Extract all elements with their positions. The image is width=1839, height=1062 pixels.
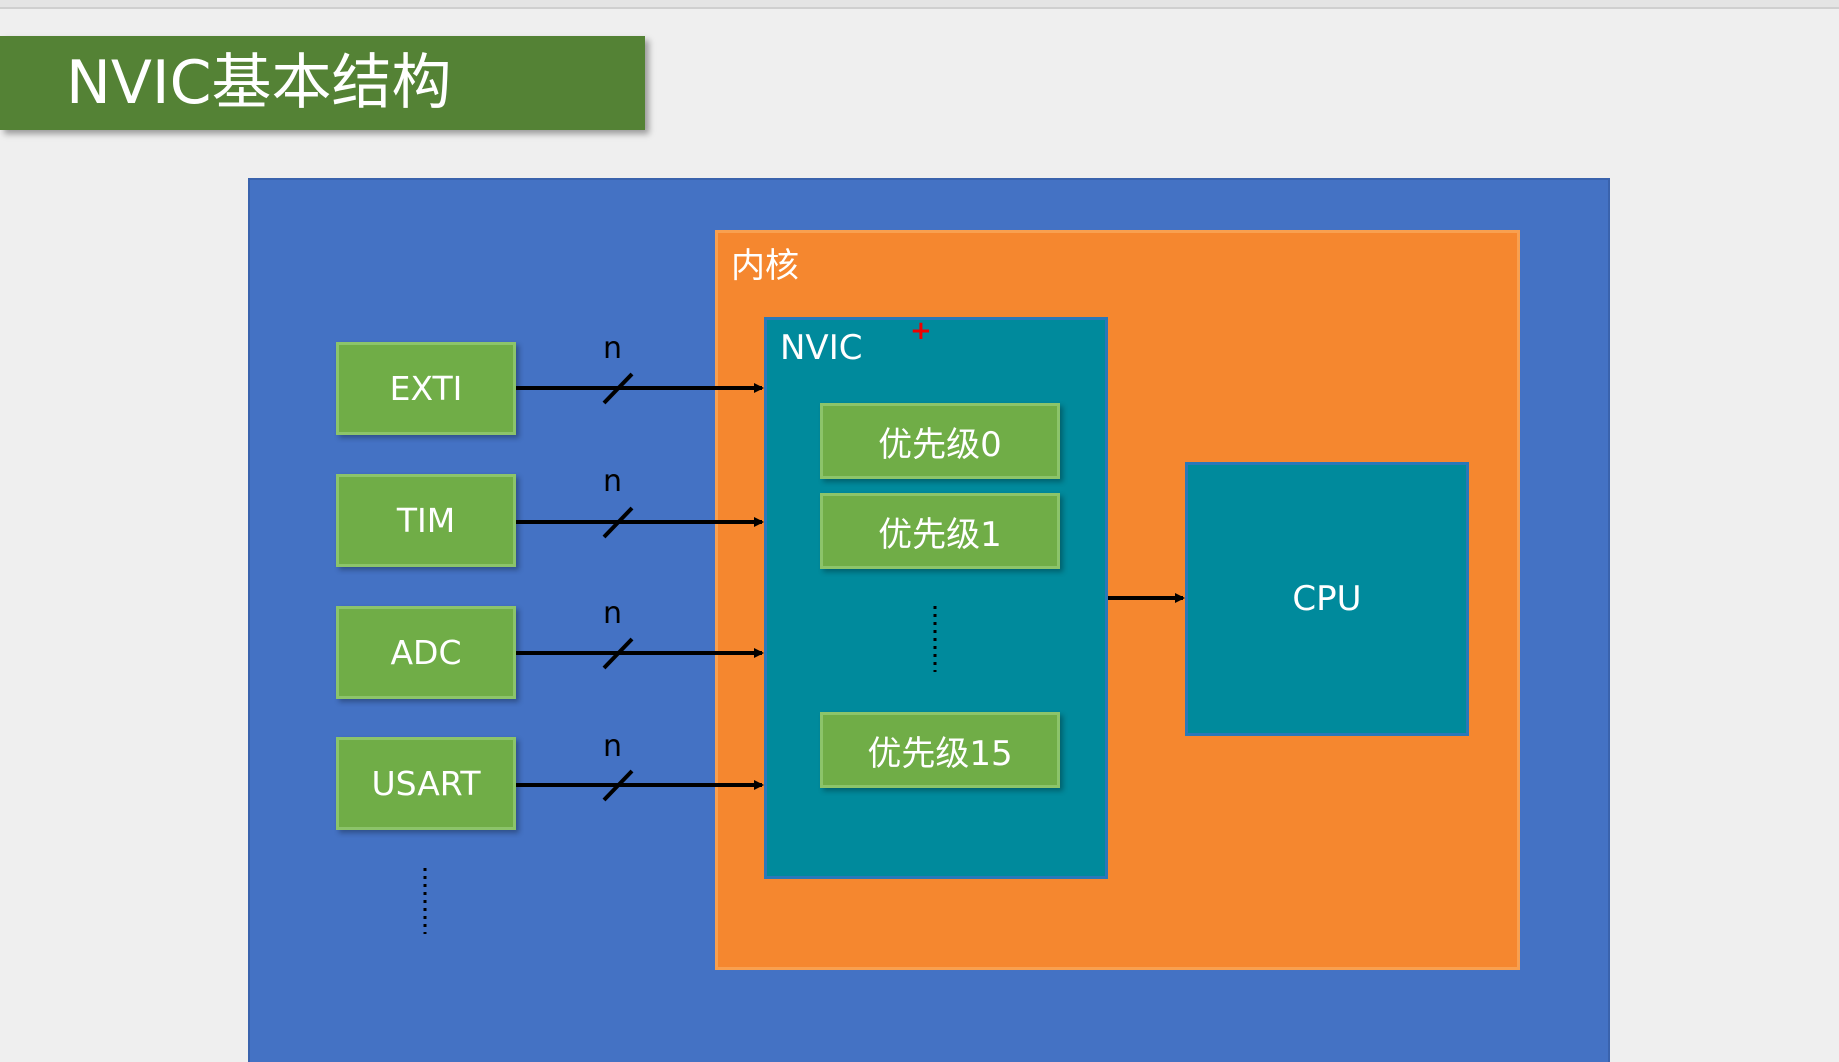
source-box-adc: ADC (336, 606, 516, 699)
cursor-crosshair-icon: + (910, 316, 932, 346)
bus-slash-adc (602, 637, 634, 670)
top-divider (0, 0, 1839, 9)
bus-width-label-usart: n (603, 729, 623, 764)
priority-box-0: 优先级0 (820, 403, 1060, 479)
bus-slash-usart (602, 769, 634, 802)
bus-width-label-exti: n (603, 331, 623, 366)
core-label: 内核 (731, 246, 799, 286)
source-box-tim: TIM (336, 474, 516, 567)
slide-title: NVIC基本结构 (0, 36, 645, 130)
priority-box-15: 优先级15 (820, 712, 1060, 788)
bus-slash-tim (602, 506, 634, 539)
source-box-usart: USART (336, 737, 516, 830)
cpu-block: CPU (1185, 462, 1469, 736)
nvic-label: NVIC (780, 328, 863, 368)
bus-slash-exti (602, 372, 634, 405)
source-box-exti: EXTI (336, 342, 516, 435)
bus-width-label-adc: n (603, 596, 623, 631)
priority-box-1: 优先级1 (820, 493, 1060, 569)
bus-width-label-tim: n (603, 464, 623, 499)
